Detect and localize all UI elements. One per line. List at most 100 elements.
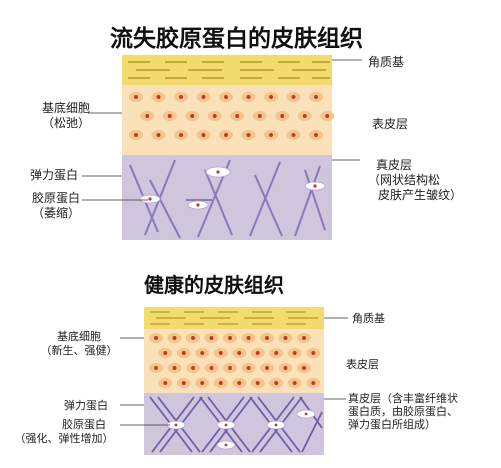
cell-nucleus <box>224 133 228 137</box>
cell-nucleus <box>228 336 232 340</box>
top-collagen-state: （萎缩） <box>31 206 80 220</box>
cell-nucleus <box>283 366 288 370</box>
cell-nucleus <box>209 366 214 370</box>
cell-nucleus <box>163 381 168 385</box>
cell-nucleus <box>291 133 296 137</box>
bottom-dermis-label: 真皮层（含丰富纤维状 蛋白质，由胶原蛋白、 弹力蛋白所组成） <box>348 392 458 431</box>
bottom-stratum-label: 角质基 <box>352 312 385 325</box>
bottom-collagen-label: 胶原蛋白 （强化、弹性增加） <box>6 418 122 446</box>
cell-nucleus <box>291 95 296 99</box>
top-elastin-fibers <box>139 166 326 210</box>
bottom-dermis-note-2: 弹力蛋白所组成） <box>348 418 436 431</box>
top-basal-cells-label: 基底细胞 （松弛） <box>34 101 98 131</box>
cell-nucleus <box>246 336 251 340</box>
cell-nucleus <box>237 381 242 385</box>
cell-nucleus <box>314 133 318 137</box>
cell-nucleus <box>246 133 251 137</box>
cell-nucleus <box>292 351 297 355</box>
top-stratum-label: 角质基 <box>368 55 405 69</box>
cell-nucleus <box>292 381 297 385</box>
bottom-elastin-dots <box>174 412 308 447</box>
top-basal-cells-state: （松弛） <box>41 116 90 130</box>
cell-nucleus <box>191 366 195 370</box>
cell-nucleus <box>181 381 186 385</box>
cell-nucleus <box>280 114 285 118</box>
top-elastin-label: 弹力蛋白 <box>30 168 79 182</box>
cell-nucleus <box>257 114 262 118</box>
cell-nucleus <box>255 351 260 355</box>
cell-nucleus <box>134 133 138 137</box>
bottom-collagen-text: 胶原蛋白 <box>62 418 106 431</box>
cell-nucleus <box>181 351 186 355</box>
top-basal-cells-text: 基底细胞 <box>41 101 90 115</box>
cell-nucleus <box>314 95 318 99</box>
cell-nucleus <box>283 336 288 340</box>
cell-nucleus <box>302 366 306 370</box>
cell-nucleus <box>156 133 161 137</box>
cell-nucleus <box>156 95 161 99</box>
top-dermis-note-1: （网状结构松 <box>368 173 441 187</box>
cell-nucleus <box>246 366 251 370</box>
cell-nucleus <box>172 336 177 340</box>
top-dermis-note-2: 皮肤产生皱纹） <box>378 188 463 202</box>
cell-nucleus <box>302 114 307 118</box>
cell-nucleus <box>200 351 205 355</box>
bottom-collagen-state: （强化、弹性增加） <box>14 432 114 445</box>
top-collagen-label: 胶原蛋白 （萎缩） <box>26 191 86 221</box>
cell-nucleus <box>269 133 273 137</box>
cell-nucleus <box>154 366 158 370</box>
cell-nucleus <box>218 351 223 355</box>
cell-nucleus <box>134 95 138 99</box>
bottom-dermis-text: 真皮层（含丰富纤维状 <box>348 392 458 405</box>
cell-nucleus <box>154 336 158 340</box>
cell-nucleus <box>218 381 223 385</box>
cell-nucleus <box>269 95 273 99</box>
cell-nucleus <box>237 351 242 355</box>
cell-nucleus <box>179 133 183 137</box>
bottom-stratum-lines <box>150 311 318 325</box>
cell-nucleus <box>200 381 205 385</box>
top-elastin-dots <box>148 170 317 207</box>
cell-nucleus <box>179 95 183 99</box>
bottom-leader-lines <box>120 317 348 426</box>
top-basal-cells <box>129 92 335 140</box>
cell-nucleus <box>246 95 251 99</box>
bottom-basal-cells-text: 基底细胞 <box>57 330 101 343</box>
bottom-elastin-label: 弹力蛋白 <box>64 399 108 412</box>
cell-nucleus <box>325 114 330 118</box>
cell-nucleus <box>311 381 316 385</box>
top-dermis-label: 真皮层 （网状结构松 皮肤产生皱纹） <box>368 158 462 203</box>
cell-nucleus <box>167 114 172 118</box>
cell-nucleus <box>274 381 279 385</box>
bottom-epidermis-label: 表皮层 <box>346 358 379 371</box>
bottom-diagram-title: 健康的皮肤组织 <box>144 273 284 297</box>
cell-nucleus <box>274 351 279 355</box>
top-dermis-text: 真皮层 <box>376 158 413 172</box>
top-stratum-lines <box>128 61 330 79</box>
cell-nucleus <box>212 114 217 118</box>
bottom-basal-cells-label: 基底细胞 （新生、强健） <box>34 330 124 358</box>
bottom-basal-cells <box>149 333 321 388</box>
cell-nucleus <box>209 336 214 340</box>
cell-nucleus <box>190 114 195 118</box>
cell-nucleus <box>201 133 206 137</box>
cell-nucleus <box>265 336 269 340</box>
cell-nucleus <box>228 366 232 370</box>
cell-nucleus <box>201 95 206 99</box>
cell-nucleus <box>302 336 306 340</box>
cell-nucleus <box>255 381 260 385</box>
cell-nucleus <box>145 114 150 118</box>
cell-nucleus <box>172 366 177 370</box>
cell-nucleus <box>265 366 269 370</box>
cell-nucleus <box>235 114 240 118</box>
bottom-dermis-note-1: 蛋白质，由胶原蛋白、 <box>348 405 458 418</box>
top-collagen-text: 胶原蛋白 <box>31 191 80 205</box>
top-diagram-title: 流失胶原蛋白的皮肤组织 <box>110 26 363 52</box>
top-epidermis-label: 表皮层 <box>372 117 409 131</box>
top-leader-lines <box>82 59 362 201</box>
cell-nucleus <box>311 351 316 355</box>
bottom-basal-cells-state: （新生、强健） <box>40 344 118 357</box>
cell-nucleus <box>163 351 168 355</box>
cell-nucleus <box>224 95 228 99</box>
